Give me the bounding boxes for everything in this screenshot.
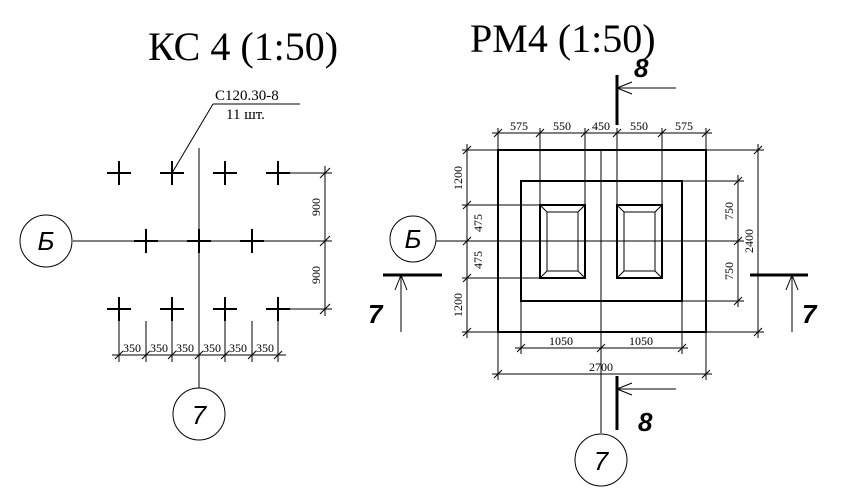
dim-1200: 1200: [451, 293, 465, 317]
axis-b-bubble: [389, 215, 437, 263]
vertical-dimensions: 900 900: [264, 166, 332, 316]
dim-575: 575: [510, 119, 528, 133]
axis-7-bubble: [172, 387, 226, 441]
section-8-label: 8: [638, 407, 653, 437]
ks4-plan: КС 4 (1:50) Б 7 С120.30-8 11 ш: [19, 24, 338, 441]
pile-mark: [134, 229, 158, 253]
axis-b-label: Б: [405, 224, 422, 254]
pile-callout: С120.30-8 11 шт.: [171, 88, 300, 174]
axis-7-label: 7: [594, 446, 610, 476]
right-dimensions: 750 750 2400: [682, 144, 764, 338]
dim-1050: 1050: [629, 334, 653, 348]
dim-750: 750: [722, 262, 736, 280]
dim-1200: 1200: [451, 166, 465, 190]
pile-mark: [107, 161, 131, 185]
dim-2400: 2400: [742, 229, 756, 253]
axis-7-label: 7: [192, 400, 208, 430]
ks4-title: КС 4 (1:50): [148, 24, 338, 69]
left-dimensions: 1200 475 475 1200: [451, 144, 540, 338]
dim-350: 350: [256, 341, 274, 355]
dim-350: 350: [203, 341, 221, 355]
dim-900-lower: 900: [309, 266, 323, 284]
section-7-label: 7: [368, 299, 384, 329]
pile-mark: [240, 229, 264, 253]
section-8-top: 8: [615, 53, 676, 125]
axis-7-bubble: [574, 433, 628, 487]
dim-2700: 2700: [589, 360, 613, 374]
pile-mark: [266, 297, 290, 321]
axis-b-bubble: [19, 214, 73, 268]
section-8-label: 8: [634, 53, 649, 83]
dim-350: 350: [150, 341, 168, 355]
pile-count-label: 11 шт.: [226, 107, 265, 123]
rm4-plan: РМ4 (1:50) Б 7 8: [368, 16, 818, 487]
pile-mark: [160, 297, 184, 321]
dim-550: 550: [630, 119, 648, 133]
dim-550: 550: [553, 119, 571, 133]
dim-1050: 1050: [549, 334, 573, 348]
pile-mark: [213, 161, 237, 185]
section-7-label: 7: [802, 299, 818, 329]
section-7-right: 7: [750, 273, 818, 332]
section-8-bottom: 8: [615, 376, 676, 437]
section-7-left: 7: [368, 273, 442, 332]
pile-mark-label: С120.30-8: [215, 88, 279, 104]
horizontal-dimensions: 350 350 350 350 350 350: [112, 321, 286, 362]
pile-mark: [213, 297, 237, 321]
pile-mark: [107, 297, 131, 321]
pile-mark: [187, 229, 211, 253]
axis-b-label: Б: [38, 226, 55, 256]
dim-900-upper: 900: [309, 198, 323, 216]
dim-350: 350: [229, 341, 247, 355]
dim-575: 575: [675, 119, 693, 133]
pile-group: [107, 161, 290, 321]
pile-mark: [266, 161, 290, 185]
dim-350: 350: [176, 341, 194, 355]
dim-450: 450: [592, 119, 610, 133]
top-dimensions: 575 550 450 550 575: [492, 119, 712, 205]
dim-350: 350: [123, 341, 141, 355]
bottom-dimensions: 1050 1050 2700: [492, 301, 712, 380]
dim-750: 750: [722, 202, 736, 220]
callout-leader: [171, 103, 214, 174]
dim-475: 475: [471, 214, 485, 232]
dim-475: 475: [471, 251, 485, 269]
rm4-title: РМ4 (1:50): [470, 16, 656, 61]
